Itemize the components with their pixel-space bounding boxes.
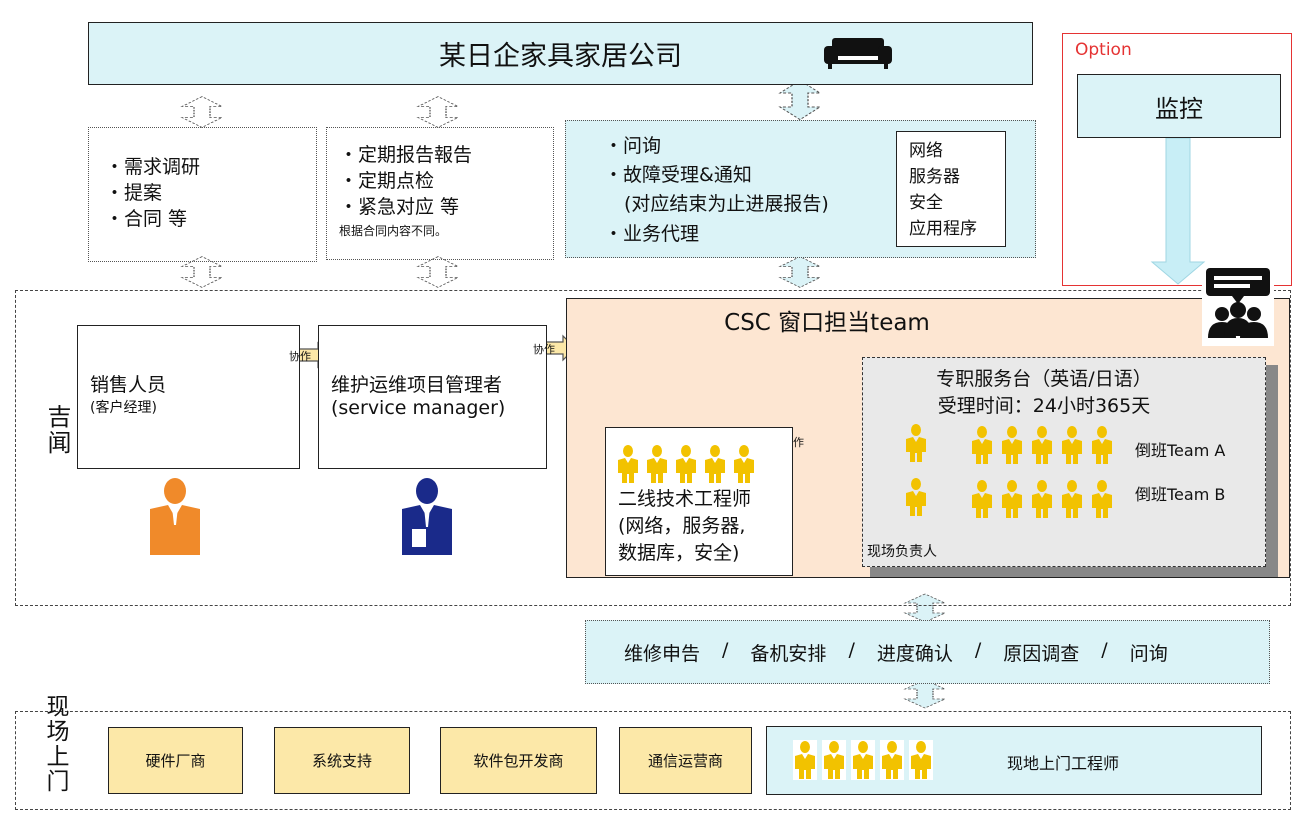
team-a-label: 倒班Team A — [1135, 441, 1226, 460]
report-item: 定期点检 — [339, 168, 553, 194]
scope-box: 网络 服务器 安全 应用程序 — [896, 131, 1006, 247]
option-panel: Option 监控 — [1062, 33, 1292, 286]
vendor-box: 硬件厂商 — [108, 727, 243, 794]
person-icon — [1032, 426, 1052, 464]
sales-subtitle: (客户经理) — [90, 400, 157, 416]
service-separator: / — [974, 639, 982, 661]
vendor-box: 系统支持 — [274, 727, 410, 794]
scope-item: 应用程序 — [909, 219, 977, 239]
collab-label: 协作 — [533, 343, 555, 356]
sales-person-box: 销售人员 (客户经理) — [77, 325, 300, 469]
inquiry-item: 业务代理 — [604, 219, 1035, 249]
scope-item: 服务器 — [909, 167, 960, 187]
services-bar: 维修申告 / 备机安排 / 进度确认 / 原因调查 / 问询 — [585, 620, 1270, 684]
onsite-engineer-box: 现地上门工程师 — [766, 726, 1262, 795]
person-icon — [972, 426, 992, 464]
onsite-lead-label: 现场负责人 — [867, 544, 937, 560]
vendor-label: 系统支持 — [311, 752, 372, 770]
person-icon — [822, 740, 846, 780]
person-icon — [909, 740, 933, 780]
inquiry-item: 故障受理&通知 — [604, 161, 1035, 189]
sales-person-icon — [150, 478, 200, 555]
vendor-box: 软件包开发商 — [440, 727, 597, 794]
service-separator: / — [722, 639, 729, 661]
person-icon — [1092, 480, 1112, 518]
csc-title: CSC 窗口担当team — [724, 310, 930, 336]
helpdesk-title: 专职服务台（英语/日语） — [936, 368, 1152, 390]
person-icon — [703, 444, 727, 484]
person-icon — [972, 480, 992, 518]
scope-item: 安全 — [909, 193, 943, 213]
person-icon — [1092, 426, 1112, 464]
service-item: 问询 — [1129, 643, 1168, 665]
report-box: 定期报告報告 定期点检 紧急对应 等 根据合同内容不同。 — [326, 127, 554, 260]
person-icon — [1032, 480, 1052, 518]
inquiry-subline: (对应结束为止进展报告) — [624, 193, 829, 215]
person-icon — [793, 740, 817, 780]
report-item: 定期报告報告 — [339, 142, 553, 168]
service-item: 进度确认 — [876, 643, 953, 665]
inquiry-item: 问询 — [604, 131, 1035, 161]
person-icon — [732, 444, 756, 484]
person-icon — [674, 444, 698, 484]
option-label: Option — [1075, 40, 1132, 60]
inquiry-box: 问询 故障受理&通知 (对应结束为止进展报告) 业务代理 网络 服务器 安全 应… — [565, 120, 1036, 258]
service-item: 原因调查 — [1003, 643, 1080, 665]
manager-title: 维护运维项目管理者 — [331, 374, 503, 396]
person-icon — [880, 740, 904, 780]
monitor-box: 监控 — [1077, 74, 1281, 138]
scope-item: 网络 — [909, 141, 943, 161]
left-vertical-label: 吉闻 — [43, 404, 71, 456]
sales-activity-box: 需求调研 提案 合同 等 — [88, 127, 317, 262]
person-icon — [1002, 480, 1022, 518]
team-icon-box — [1202, 266, 1274, 346]
helpdesk-box: 专职服务台（英语/日语） 受理时间：24小时365天 倒班Team A 倒班Te… — [862, 357, 1266, 567]
company-title: 某日企家具家居公司 — [439, 41, 682, 72]
middle-region — [15, 290, 1291, 606]
onsite-label: 现地上门工程师 — [1007, 754, 1120, 773]
manager-subtitle: (service manager) — [331, 397, 506, 419]
report-note: 根据合同内容不同。 — [339, 224, 448, 238]
sales-title: 销售人员 — [90, 374, 167, 396]
team-b-label: 倒班Team B — [1135, 485, 1226, 504]
vendor-label: 通信运营商 — [647, 752, 723, 770]
sofa-icon — [824, 38, 892, 69]
vendor-box: 通信运营商 — [619, 727, 752, 794]
person-icon — [616, 444, 640, 484]
services-list: 维修申告 / 备机安排 / 进度确认 / 原因调查 / 问询 — [624, 639, 1168, 666]
service-manager-box: 维护运维项目管理者 (service manager) — [318, 325, 547, 469]
vendor-label: 软件包开发商 — [473, 752, 564, 770]
service-separator: / — [848, 639, 855, 661]
service-item: 维修申告 — [624, 643, 701, 665]
sales-item: 合同 等 — [105, 206, 316, 232]
person-icon — [1002, 426, 1022, 464]
sales-item: 需求调研 — [105, 154, 316, 180]
service-item: 备机安排 — [750, 643, 827, 665]
tech-line: (网络，服务器, — [618, 515, 746, 537]
person-icon — [645, 444, 669, 484]
tech-engineer-box: 二线技术工程师 (网络，服务器, 数据库，安全) — [605, 427, 793, 576]
collab-label: 协作 — [289, 350, 311, 363]
bottom-region — [15, 711, 1291, 810]
team-meeting-icon — [1206, 268, 1270, 338]
sales-item: 提案 — [105, 180, 316, 206]
vendor-label: 硬件厂商 — [145, 752, 206, 770]
tech-line: 数据库，安全) — [618, 542, 740, 564]
person-icon — [1062, 480, 1082, 518]
service-separator: / — [1101, 639, 1108, 661]
report-item: 紧急对应 等 — [339, 194, 553, 220]
bottom-vertical-label: 现场上门 — [42, 694, 68, 794]
person-icon — [906, 424, 926, 462]
monitor-label: 监控 — [1155, 94, 1203, 123]
person-icon — [906, 478, 926, 516]
service-manager-icon — [402, 478, 452, 555]
helpdesk-hours: 受理时间：24小时365天 — [937, 395, 1151, 417]
tech-title: 二线技术工程师 — [618, 488, 752, 510]
person-icon — [851, 740, 875, 780]
person-icon — [1062, 426, 1082, 464]
